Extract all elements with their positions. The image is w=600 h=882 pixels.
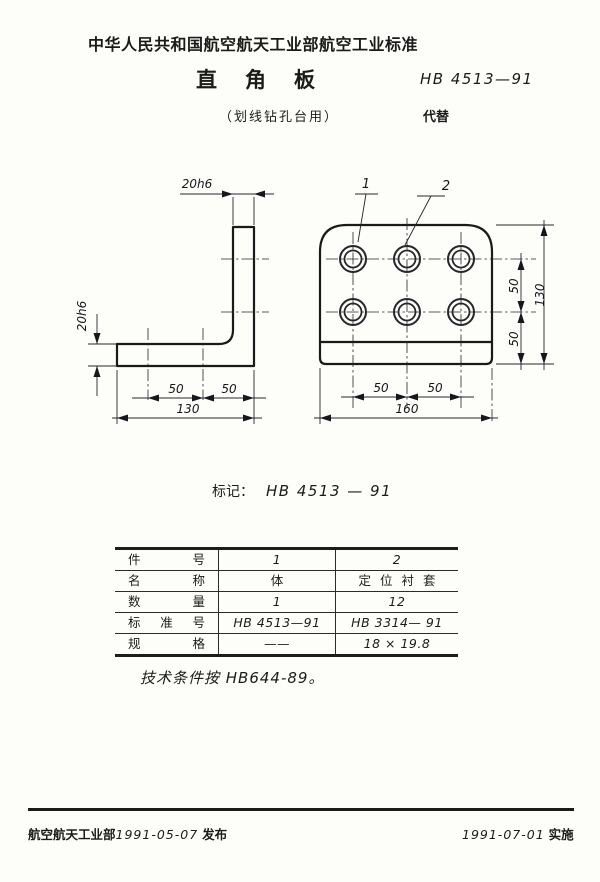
technical-conditions-note: 技术条件按 HB644-89。	[140, 669, 325, 687]
front-view-outline	[318, 223, 494, 366]
dim-col-span-a: 50	[373, 381, 389, 395]
dim-leg-thickness: 20h6	[75, 300, 89, 331]
dim-leg-width: 20h6	[182, 177, 213, 191]
item-1-cell: ——	[218, 634, 335, 654]
footer-impl-label: 实施	[548, 827, 574, 842]
item-2-cell: 12	[335, 592, 458, 612]
dim-row-span-a: 50	[507, 278, 521, 294]
row-label: 件号	[128, 552, 205, 567]
footer-rule	[28, 808, 574, 811]
dim-row-span-b: 50	[507, 331, 521, 347]
footer-impl-date: 1991-07-01	[462, 827, 545, 842]
page-subtitle: （划线钻孔台用）	[219, 110, 340, 125]
footer-issuer: 航空航天工业部	[28, 827, 116, 842]
table-row-item-no: 件号 1 2	[115, 550, 458, 571]
item-leader-2: 2	[404, 179, 450, 246]
dim-length-total: 130	[177, 402, 200, 416]
page-title: 直角板	[196, 68, 343, 92]
item-2-cell: 2	[335, 550, 458, 570]
replaces-label: 代替	[423, 110, 450, 125]
front-view-bottom-dimensions: 50 50 160	[314, 368, 498, 424]
item-2-cell: HB 3314— 91	[335, 613, 458, 633]
standard-number: HB 4513—91	[420, 70, 534, 88]
left-view-outline	[115, 225, 256, 368]
row-label: 标准号	[128, 615, 205, 630]
row-label: 名称	[128, 573, 205, 588]
item-number-1: 1	[362, 177, 370, 192]
dim-span-a: 50	[168, 382, 184, 396]
marking-label: 标记：	[212, 484, 254, 500]
technical-drawing: 20h6 20h6 50 50	[75, 177, 554, 424]
item-1-cell: 体	[218, 571, 335, 591]
footer-issue-label: 发布	[202, 827, 228, 842]
table-row-standard-no: 标准号 HB 4513—91 HB 3314— 91	[115, 613, 458, 634]
item-1-cell: HB 4513—91	[218, 613, 335, 633]
row-label: 规格	[128, 636, 205, 651]
item-leader-1: 1	[355, 177, 378, 243]
table-row-spec: 规格 —— 18 × 19.8	[115, 634, 458, 654]
header-org-line: 中华人民共和国航空航天工业部航空工业标准	[88, 35, 419, 54]
table-row-name: 名称 体 定位衬套	[115, 571, 458, 592]
left-view-top-dimension: 20h6	[180, 177, 274, 225]
footer-issue-date: 1991-05-07	[115, 827, 199, 842]
footer-implementation: 1991-07-01 实施	[462, 824, 574, 843]
item-2-cell: 定位衬套	[335, 571, 458, 591]
parts-table: 件号 1 2 名称 体 定位衬套 数量 1 12 标准号 HB 4513—91 …	[115, 547, 458, 657]
marking-value: HB 4513 — 91	[266, 482, 393, 500]
left-view-bottom-dimensions: 50 50 130	[112, 370, 266, 424]
dim-col-span-b: 50	[427, 381, 443, 395]
item-number-2: 2	[442, 179, 450, 194]
left-view-side-dimension: 20h6	[75, 300, 116, 396]
front-view: 1 2 50 50 130	[314, 177, 554, 424]
dim-width-total: 160	[396, 402, 419, 416]
left-view-centerlines	[147, 258, 269, 400]
front-view-holes	[339, 245, 475, 326]
marking-line: 标记： HB 4513 — 91	[212, 481, 392, 501]
table-row-quantity: 数量 1 12	[115, 592, 458, 613]
row-label: 数量	[128, 594, 205, 609]
front-view-right-dimensions: 50 50 130	[496, 220, 554, 370]
item-1-cell: 1	[218, 592, 335, 612]
dim-span-b: 50	[221, 382, 237, 396]
item-2-cell: 18 × 19.8	[335, 634, 458, 654]
dim-height-total: 130	[533, 283, 547, 306]
item-1-cell: 1	[218, 550, 335, 570]
left-side-view: 20h6 20h6 50 50	[75, 177, 274, 424]
footer-issue: 航空航天工业部1991-05-07 发布	[28, 824, 227, 843]
